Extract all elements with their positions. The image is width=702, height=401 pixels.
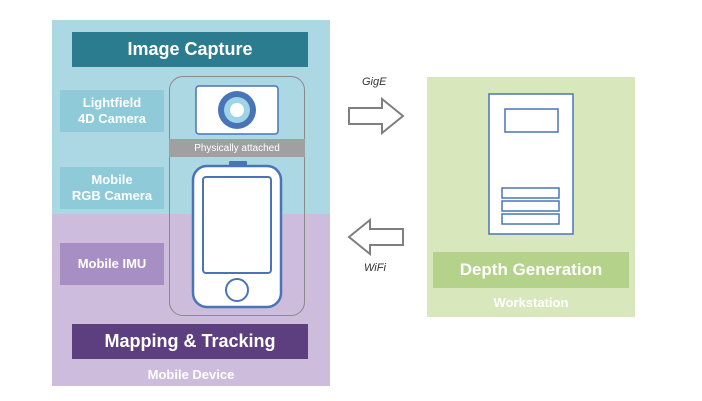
arrow-left-icon <box>347 217 404 257</box>
mobile-imu-label: Mobile IMU <box>60 243 164 285</box>
physically-attached-label: Physically attached <box>169 139 305 157</box>
mobile-device-label: Mobile Device <box>147 366 235 382</box>
arrow-right-icon <box>348 96 405 136</box>
depth-generation-title: Depth Generation <box>433 252 629 288</box>
workstation-label: Workstation <box>493 294 569 310</box>
device-outline <box>169 76 305 316</box>
mobile-rgb-camera-label: Mobile RGB Camera <box>60 167 164 209</box>
lightfield-camera-icon <box>195 85 279 135</box>
gige-label: GigE <box>362 76 387 88</box>
wifi-label: WiFi <box>364 262 386 274</box>
lightfield-camera-label: Lightfield 4D Camera <box>60 90 164 132</box>
mapping-tracking-title: Mapping & Tracking <box>72 324 308 359</box>
workstation-tower-icon <box>488 93 574 235</box>
image-capture-title: Image Capture <box>72 32 308 67</box>
smartphone-icon <box>191 161 283 309</box>
